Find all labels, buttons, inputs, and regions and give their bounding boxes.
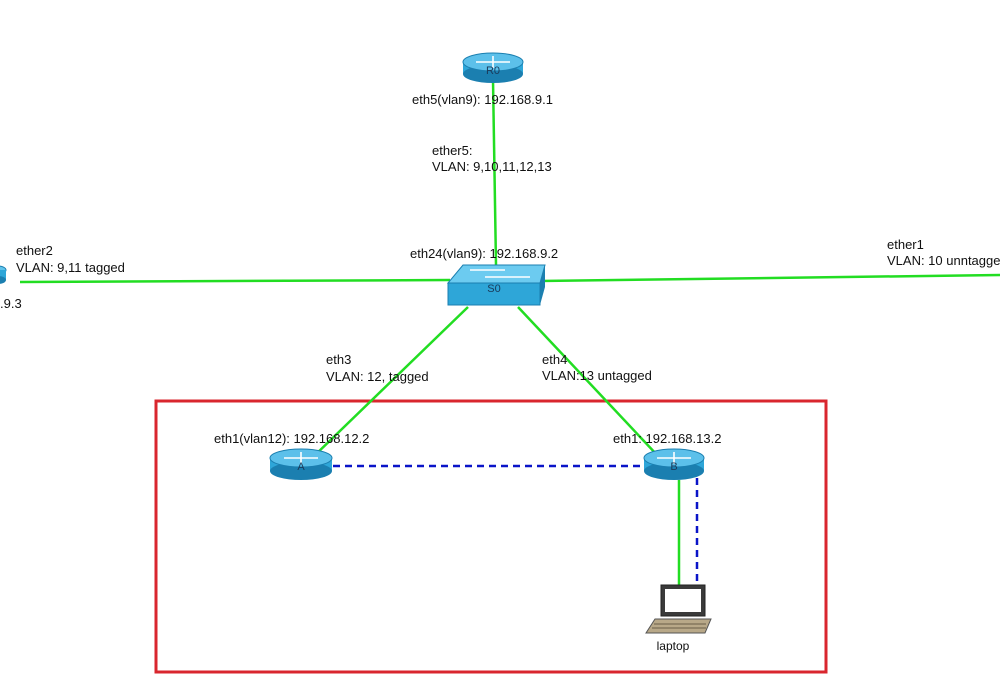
left-s0-vlan: VLAN: 9,11 tagged <box>16 260 125 275</box>
right-s0-port: ether1 <box>887 237 924 252</box>
left-device-icon[interactable] <box>0 265 7 284</box>
laptop-icon[interactable] <box>645 584 712 634</box>
left-device-address: .9.3 <box>0 296 22 311</box>
r0-name: R0 <box>486 65 500 77</box>
router-r0-icon[interactable] <box>462 52 524 83</box>
s0-name: S0 <box>487 283 500 295</box>
link-s0-b <box>517 306 659 457</box>
r0-interface-label: eth5(vlan9): 192.168.9.1 <box>412 92 553 107</box>
r0-s0-port: ether5: <box>432 143 472 158</box>
switch-s0-icon[interactable] <box>446 264 546 306</box>
link-r0-s0 <box>491 79 498 266</box>
router-a-icon[interactable] <box>269 448 333 480</box>
highlight-box <box>154 399 828 674</box>
s0-b-vlan: VLAN:13 untagged <box>542 368 652 383</box>
r0-s0-vlan: VLAN: 9,10,11,12,13 <box>432 159 552 174</box>
s0-a-vlan: VLAN: 12, tagged <box>326 369 429 384</box>
link-right-s0 <box>539 273 1000 283</box>
right-s0-vlan: VLAN: 10 unntagged <box>887 253 1000 268</box>
s0-interface-label: eth24(vlan9): 192.168.9.2 <box>410 246 558 261</box>
laptop-name: laptop <box>657 639 690 653</box>
b-name: B <box>670 461 677 473</box>
s0-b-port: eth4 <box>542 352 567 367</box>
left-s0-port: ether2 <box>16 243 53 258</box>
b-interface-label: eth1: 192.168.13.2 <box>613 431 721 446</box>
a-name: A <box>297 461 305 473</box>
s0-a-port: eth3 <box>326 352 351 367</box>
router-b-icon[interactable] <box>643 448 705 480</box>
link-s0-a <box>311 306 469 459</box>
link-left-s0 <box>19 278 451 284</box>
a-interface-label: eth1(vlan12): 192.168.12.2 <box>214 431 369 446</box>
